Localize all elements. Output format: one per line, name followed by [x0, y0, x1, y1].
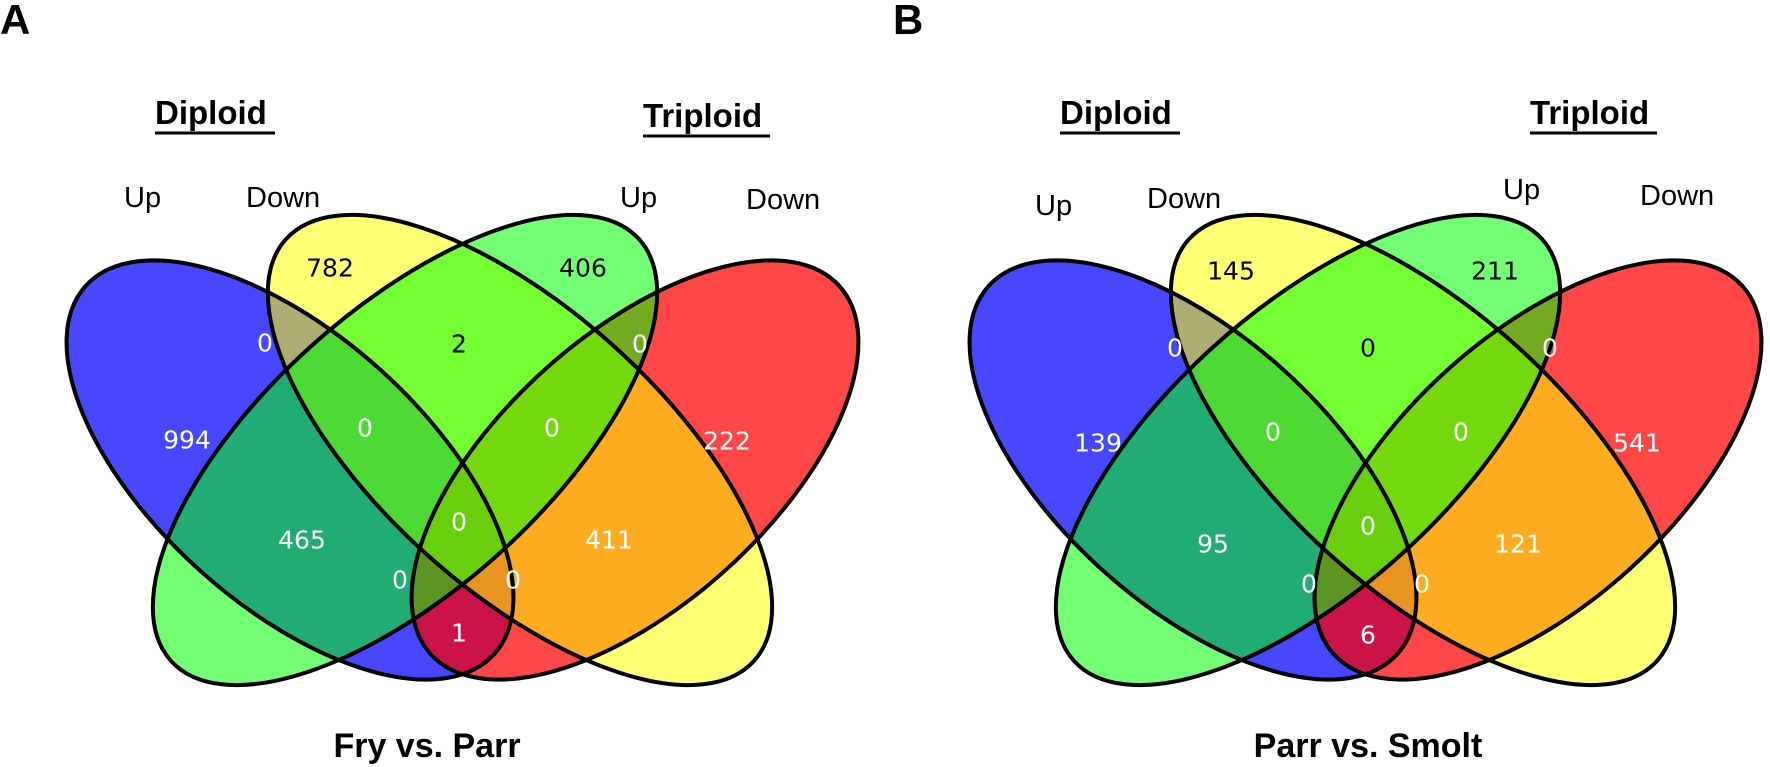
count-yellow-only: 782: [306, 254, 354, 283]
label-triploid-up: Up: [620, 182, 657, 214]
count-yellow-red: 411: [585, 526, 633, 555]
count-green-red: 0: [632, 330, 648, 359]
count-blue-yellow-green: 0: [357, 414, 373, 443]
label-diploid-up: Up: [124, 182, 161, 214]
count-red-only: 541: [1613, 429, 1661, 458]
count-blue-yellow: 0: [257, 329, 273, 358]
label-diploid-down: Down: [246, 182, 320, 214]
panel-a: A Diploid Triploid Up Down Up Down 994 7…: [0, 0, 861, 765]
count-blue-red: 1: [451, 619, 467, 648]
count-blue-red: 6: [1360, 621, 1376, 650]
outline-triploid-up: [150, 212, 660, 688]
region-counts: 139 145 211 541 0 0 0 0 0 0 95 121 0 0 6: [1074, 257, 1661, 650]
count-blue-green: 465: [278, 526, 326, 555]
count-green-red: 0: [1542, 334, 1558, 363]
label-triploid-up: Up: [1503, 174, 1540, 206]
count-yellow-only: 145: [1207, 257, 1255, 286]
count-yellow-green-red: 0: [1453, 418, 1469, 447]
count-green-only: 211: [1471, 257, 1519, 286]
outline-diploid-down: [265, 212, 775, 688]
label-diploid-up: Up: [1035, 190, 1072, 222]
panel-b: B Diploid Triploid Up Down Up Down 139 1…: [893, 0, 1764, 765]
outline-diploid-down: [1168, 212, 1678, 688]
count-yellow-green: 2: [451, 330, 467, 359]
outline-diploid-up: [64, 258, 516, 682]
diploid-header: Diploid: [1060, 94, 1172, 131]
count-blue-green: 95: [1197, 530, 1229, 559]
count-blue-green-red: 0: [392, 566, 408, 595]
count-blue-yellow: 0: [1167, 334, 1183, 363]
count-yellow-green: 0: [1360, 334, 1376, 363]
count-yellow-green-red: 0: [544, 414, 560, 443]
count-blue-yellow-red: 0: [505, 566, 521, 595]
triploid-header: Triploid: [643, 97, 762, 134]
count-green-only: 406: [559, 254, 607, 283]
outline-triploid-up: [1053, 212, 1563, 688]
count-blue-yellow-green: 0: [1265, 418, 1281, 447]
count-blue-green-red: 0: [1301, 570, 1317, 599]
outline-diploid-up: [967, 258, 1419, 682]
ellipse-triploid-up: [152, 214, 658, 686]
panel-letter: A: [0, 0, 30, 43]
count-yellow-red: 121: [1494, 530, 1542, 559]
panel-letter: B: [893, 0, 923, 43]
outline-triploid-down: [1312, 258, 1764, 682]
count-all-four: 0: [1360, 512, 1376, 541]
label-diploid-down: Down: [1147, 183, 1221, 215]
panel-title: Fry vs. Parr: [333, 727, 520, 765]
ellipse-triploid-up: [1055, 214, 1561, 686]
label-triploid-down: Down: [1640, 180, 1714, 212]
count-blue-yellow-red: 0: [1414, 570, 1430, 599]
count-all-four: 0: [451, 508, 467, 537]
panel-title: Parr vs. Smolt: [1254, 727, 1483, 765]
triploid-header: Triploid: [1530, 94, 1649, 131]
label-triploid-down: Down: [746, 184, 820, 216]
venn-ellipses: [967, 212, 1764, 688]
count-blue-only: 994: [163, 426, 211, 455]
diploid-header: Diploid: [155, 94, 267, 131]
venn-ellipses: [64, 212, 861, 688]
region-counts: 994 782 406 222 0 2 0 0 0 0 465 411 0 0 …: [163, 254, 751, 648]
count-red-only: 222: [703, 427, 751, 456]
count-blue-only: 139: [1074, 429, 1122, 458]
outline-triploid-down: [409, 258, 861, 682]
